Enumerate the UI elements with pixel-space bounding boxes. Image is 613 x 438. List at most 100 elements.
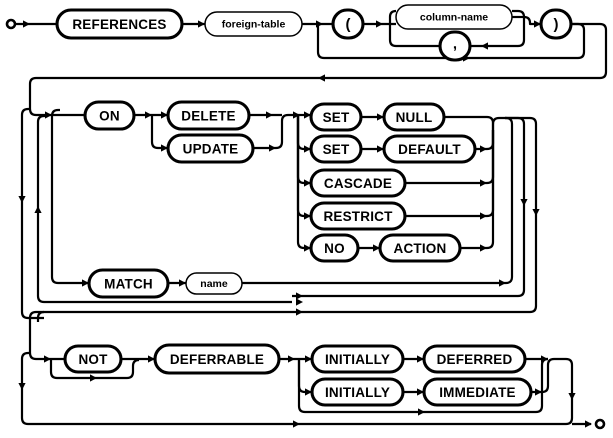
arrow-to-immediate — [417, 388, 424, 396]
arrow-update-merge — [269, 144, 276, 152]
node-rparen-label: ) — [554, 16, 559, 33]
line-fan-to-set-default — [296, 115, 311, 151]
node-action: ACTION — [378, 233, 462, 263]
arrow-to-deferred — [417, 355, 424, 363]
arrow-start — [23, 20, 30, 28]
node-action-label: ACTION — [394, 241, 447, 256]
node-update: UPDATE — [166, 133, 255, 164]
node-comma-label: , — [453, 36, 457, 53]
node-set-null-set-label: SET — [323, 110, 350, 125]
node-null: NULL — [382, 102, 446, 132]
arrow-inner-loop-left — [296, 298, 303, 306]
arrow-to-action — [373, 244, 380, 252]
line-final-exit-down — [554, 357, 574, 418]
node-initially-deferred: INITIALLY — [310, 344, 405, 374]
line-update-merge — [253, 113, 300, 150]
arrow-to-match — [82, 279, 89, 287]
arrow-cascade-merge — [480, 179, 487, 187]
line-not-bypass — [49, 358, 140, 380]
node-match-label: MATCH — [104, 277, 153, 292]
arrow-to-name — [179, 279, 186, 287]
node-match: MATCH — [87, 268, 170, 299]
node-immediate: IMMEDIATE — [422, 377, 533, 407]
arrow-to-initially-deferred — [305, 355, 312, 363]
node-update-label: UPDATE — [183, 142, 239, 157]
arrow-comma-loop — [481, 42, 488, 50]
arrow-section2-exit — [532, 209, 540, 216]
line-paren-group-bypass — [316, 24, 572, 60]
arrow-restrict-merge — [480, 212, 487, 220]
node-default-label: DEFAULT — [398, 142, 461, 157]
node-no: NO — [309, 233, 360, 263]
line-match-branch-top — [50, 108, 60, 117]
line-branch-to-update — [150, 115, 168, 150]
node-initially-deferred-label: INITIALLY — [325, 352, 390, 367]
arrow-to-delete — [161, 111, 168, 119]
line-immediate-merge — [531, 357, 555, 394]
line-initially-bypass-join — [535, 357, 549, 414]
line-default-merge — [475, 130, 495, 151]
node-default: DEFAULT — [382, 134, 477, 164]
arrow-to-foreign-table — [198, 20, 205, 28]
node-on: ON — [83, 100, 136, 131]
node-rparen: ) — [539, 8, 573, 40]
node-not: NOT — [63, 344, 123, 374]
line-action-merge — [460, 130, 495, 250]
line-action-merge-top — [491, 116, 505, 130]
line-group-outer-bypass-top — [20, 107, 30, 116]
node-lparen-label: ( — [346, 16, 351, 33]
node-foreign-table-label: foreign-table — [222, 19, 286, 31]
arrow-on-group-exit-down — [520, 199, 528, 206]
arrow-action-merge — [480, 244, 487, 252]
arrow-outer-bypass-down — [18, 196, 26, 203]
arrow-not-bypass — [90, 374, 97, 382]
arrow-row3-bypass-right — [293, 420, 300, 428]
arrow-to-rparen — [534, 20, 541, 28]
node-cascade: CASCADE — [309, 168, 407, 198]
arrow-row3-bypass-down — [18, 383, 26, 390]
arrow-on-group-loop-left — [296, 292, 303, 300]
node-delete: DELETE — [166, 100, 251, 131]
node-restrict-label: RESTRICT — [323, 209, 393, 224]
node-set-null-set: SET — [309, 102, 363, 132]
arrow-initially-bypass — [418, 408, 425, 416]
arrow-row1-wrap — [318, 74, 325, 82]
line-row1-to-row2-wrap — [36, 22, 608, 80]
arrow-match-merge — [499, 279, 506, 287]
arrow-final-exit-down — [568, 393, 576, 400]
line-inner-loop-top — [36, 114, 46, 123]
node-name: name — [185, 272, 243, 295]
arrow-row2-entry — [45, 111, 52, 119]
line-to-rparen — [523, 15, 541, 26]
line-row3-entry — [28, 318, 65, 361]
node-deferred: DEFERRED — [422, 344, 527, 374]
arrow-delete-merge — [266, 111, 273, 119]
node-not-label: NOT — [78, 352, 108, 367]
line-row3-entry-top — [28, 310, 44, 319]
node-name-label: name — [200, 278, 228, 290]
node-restrict: RESTRICT — [309, 201, 407, 231]
arrow-final-terminal — [585, 420, 592, 428]
line-fan-to-restrict — [296, 115, 311, 218]
line-initially-group-bypass — [297, 359, 536, 414]
arrow-on-out — [145, 111, 152, 119]
node-foreign-table: foreign-table — [204, 11, 303, 37]
arrow-to-initially-immediate — [305, 388, 312, 396]
arrow-deferrable-out — [288, 355, 295, 363]
line-inner-loop-down — [36, 122, 292, 304]
arrow-to-default — [377, 145, 384, 153]
node-on-label: ON — [99, 109, 120, 124]
line-row3-bypass — [20, 359, 566, 426]
line-fan-to-no — [296, 115, 311, 250]
node-references-label: REFERENCES — [72, 17, 166, 32]
line-match-merge-up — [504, 116, 514, 285]
arrow-section2-wrap-left — [296, 308, 303, 316]
line-row3-bypass-top — [20, 351, 30, 360]
node-deferred-label: DEFERRED — [437, 352, 513, 367]
node-column-name-label: column-name — [420, 12, 488, 24]
arrow-immediate-merge — [535, 388, 542, 396]
line-fan-to-initially-immediate — [297, 359, 312, 394]
node-lparen: ( — [331, 8, 365, 40]
